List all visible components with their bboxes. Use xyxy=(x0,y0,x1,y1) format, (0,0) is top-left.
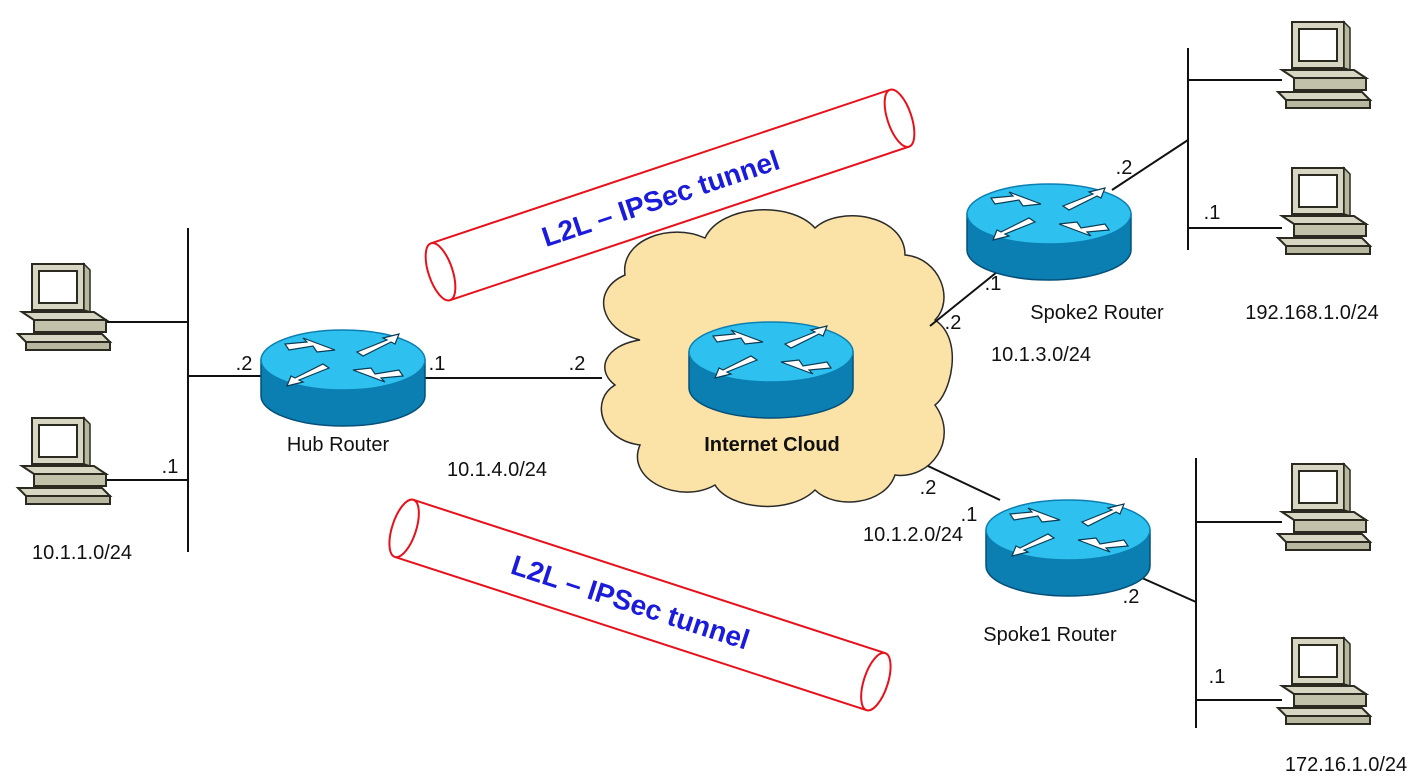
if-spoke2-wan-router: .1 xyxy=(985,273,1002,295)
if-hub-lan-router: .2 xyxy=(236,353,253,375)
spoke1-pc-top-icon xyxy=(1277,463,1371,551)
spoke2-router-icon xyxy=(966,183,1132,281)
if-spoke2-lan-pc: .1 xyxy=(1204,202,1221,224)
spoke2-router-label: Spoke2 Router xyxy=(1030,302,1164,324)
if-spoke2-lan-router: .2 xyxy=(1116,157,1133,179)
subnet-hub-wan: 10.1.4.0/24 xyxy=(447,459,547,481)
if-hub-wan-router: .1 xyxy=(429,353,446,375)
hub-router-label: Hub Router xyxy=(287,434,390,456)
if-hub-wan-isp: .2 xyxy=(569,353,586,375)
subnet-spoke1-lan: 172.16.1.0/24 xyxy=(1285,754,1407,776)
subnet-hub-lan: 10.1.1.0/24 xyxy=(32,542,132,564)
cloud-label: Internet Cloud xyxy=(704,434,840,456)
if-spoke1-wan-isp: .2 xyxy=(920,477,937,499)
spoke1-router-label: Spoke1 Router xyxy=(983,624,1117,646)
spoke2-pc-top-icon xyxy=(1277,21,1371,109)
spoke1-pc-bottom-icon xyxy=(1277,637,1371,725)
subnet-spoke1-wan: 10.1.2.0/24 xyxy=(863,524,963,546)
subnet-spoke2-lan: 192.168.1.0/24 xyxy=(1245,302,1378,324)
if-spoke1-lan-router: .2 xyxy=(1123,586,1140,608)
if-spoke1-wan-router: .1 xyxy=(961,504,978,526)
hub-pc-bottom-icon xyxy=(17,417,111,505)
hub-router-icon xyxy=(260,329,426,427)
if-hub-lan-pc: .1 xyxy=(162,456,179,478)
tunnel-bottom-label: L2L – IPSec tunnel xyxy=(507,549,753,655)
spoke1-router-icon xyxy=(985,499,1151,597)
subnet-spoke2-wan: 10.1.3.0/24 xyxy=(991,344,1091,366)
if-spoke2-wan-isp: .2 xyxy=(945,312,962,334)
hub-pc-top-icon xyxy=(17,263,111,351)
spoke2-pc-bottom-icon xyxy=(1277,167,1371,255)
links xyxy=(100,48,1282,728)
if-spoke1-lan-pc: .1 xyxy=(1209,666,1226,688)
internet-router-icon xyxy=(688,321,854,419)
tunnel-bottom: L2L – IPSec tunnel xyxy=(388,498,892,712)
